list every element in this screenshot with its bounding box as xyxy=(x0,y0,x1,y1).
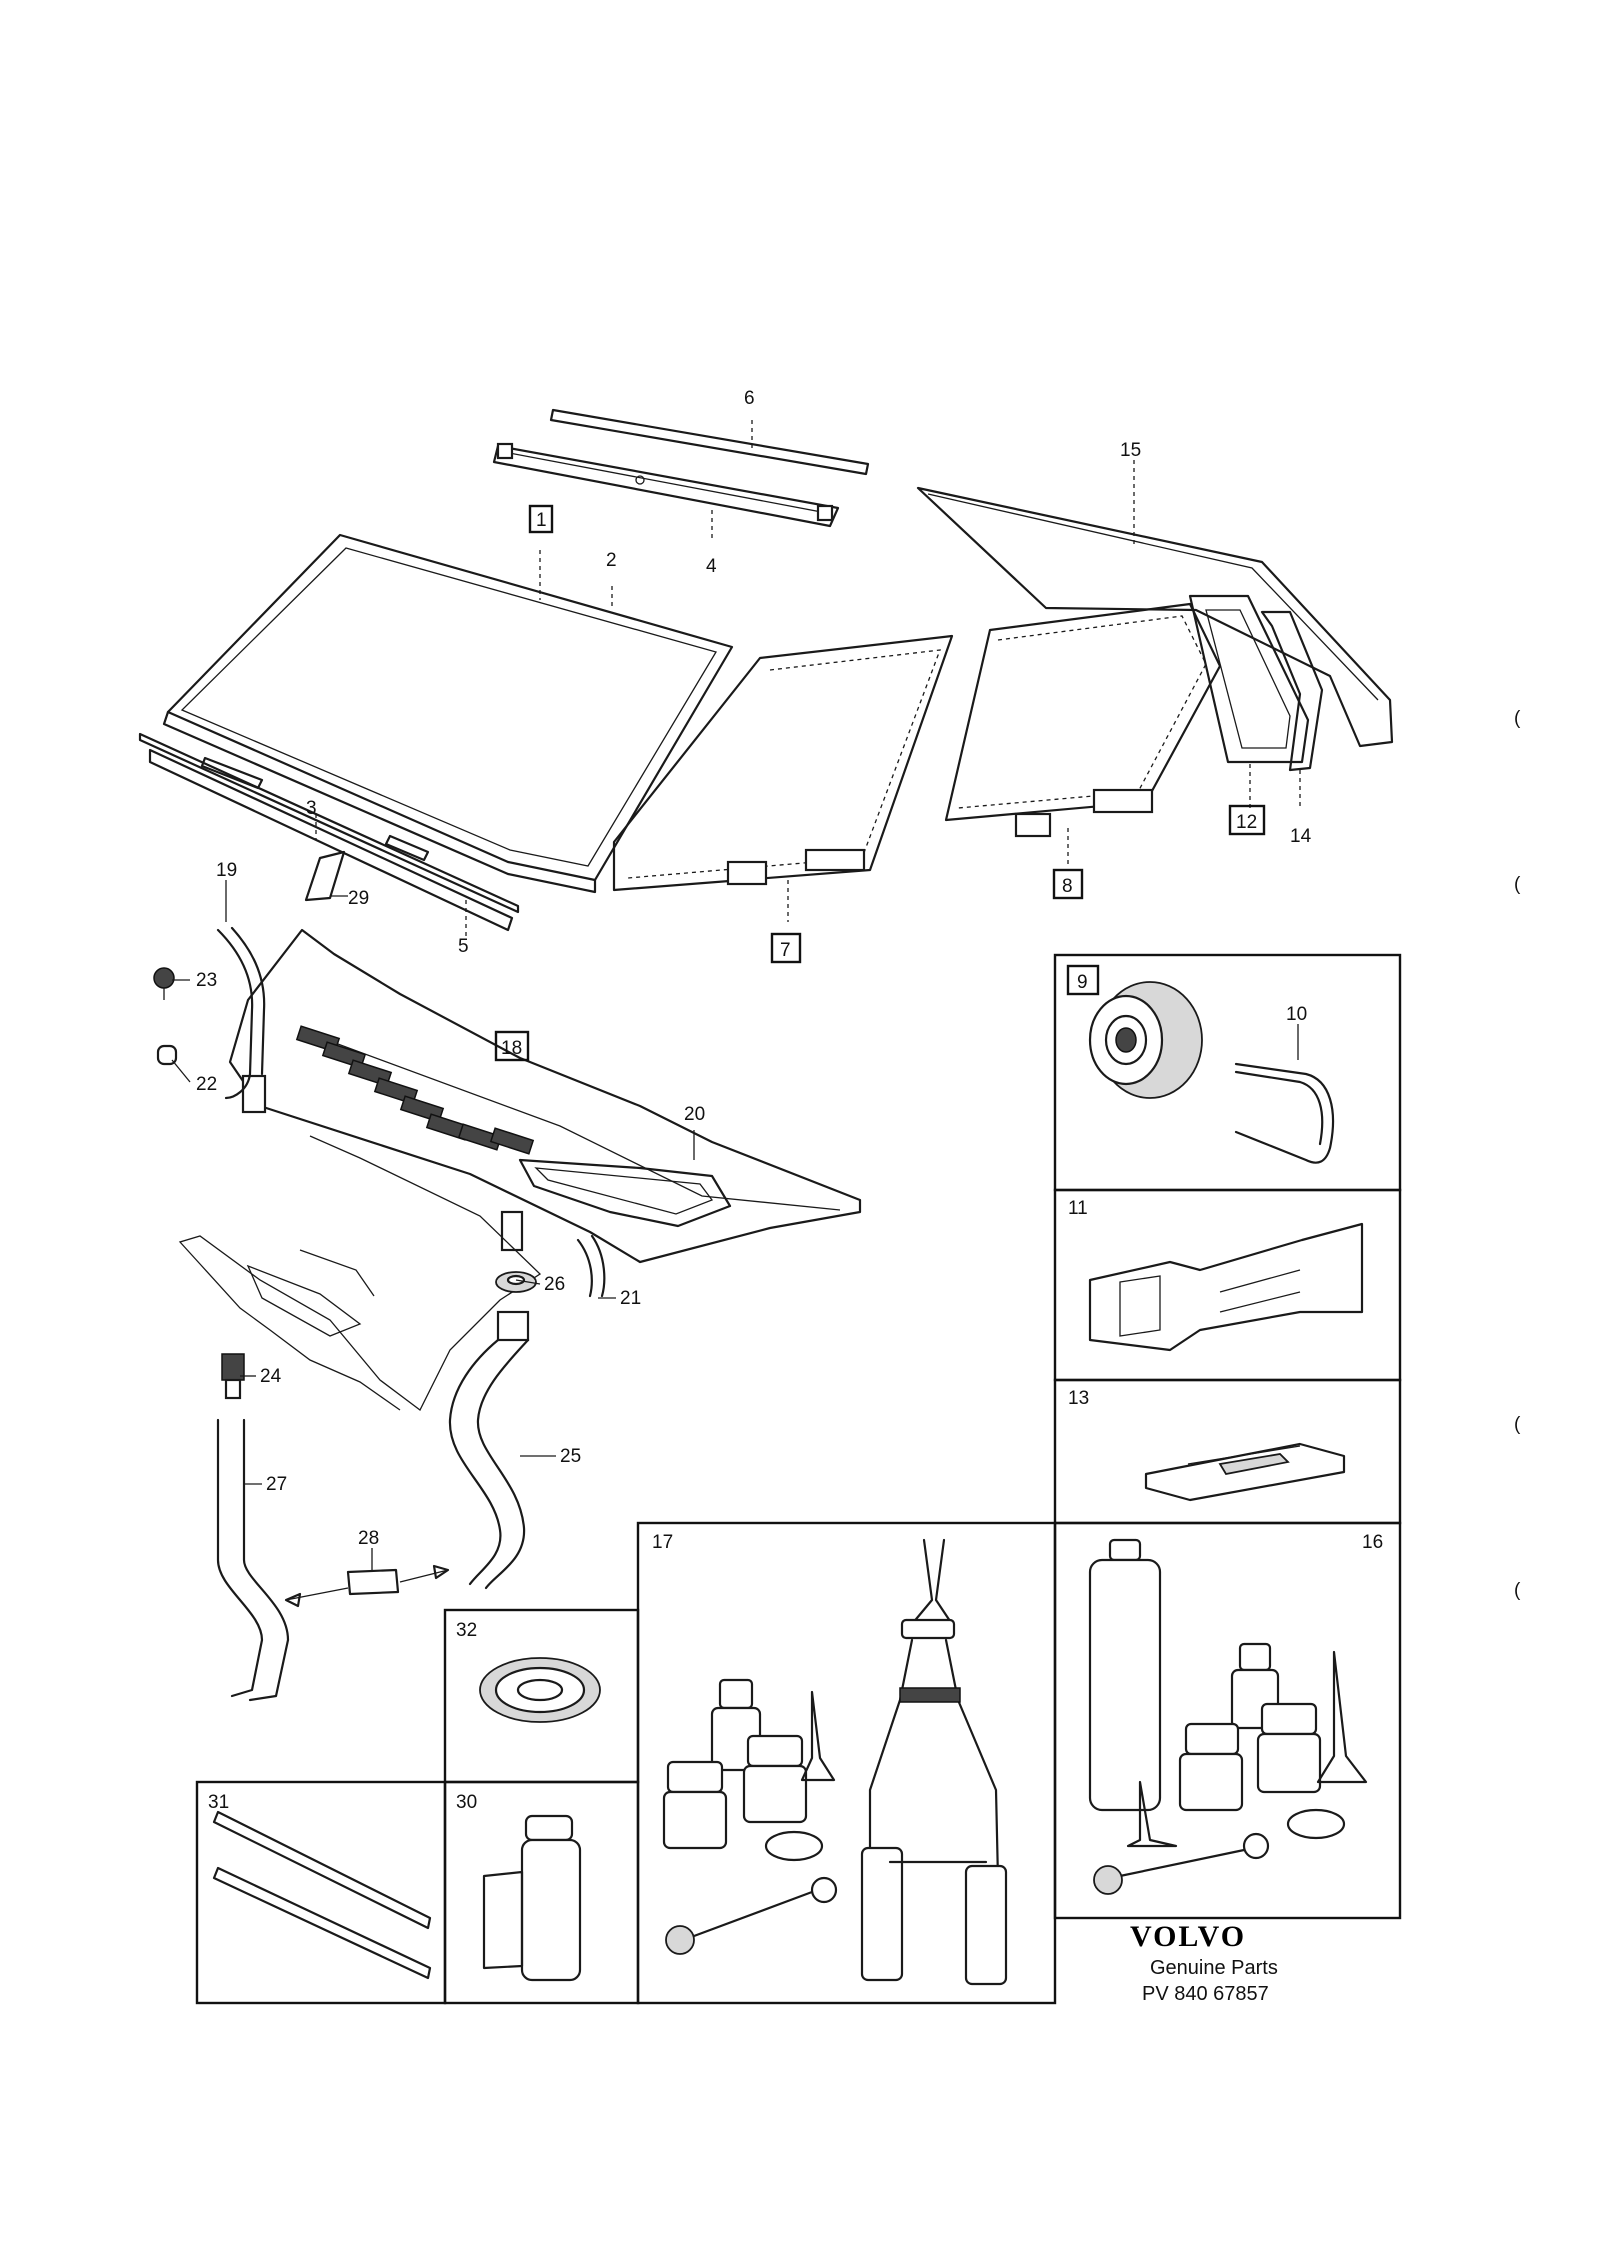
part-23-nut xyxy=(153,967,175,1000)
part-6-strip xyxy=(549,408,870,476)
part-18-cowl-panel xyxy=(228,928,862,1264)
callout-4: 4 xyxy=(706,556,717,577)
part-10-clip xyxy=(1234,1062,1334,1164)
callout-13: 13 xyxy=(1068,1388,1089,1409)
callout-7: 7 xyxy=(780,940,791,961)
part-29-clip xyxy=(304,850,346,902)
callout-30: 30 xyxy=(456,1792,477,1813)
callout-18-box xyxy=(494,1030,530,1062)
callout-28: 28 xyxy=(358,1528,379,1549)
part-13-clip xyxy=(1144,1442,1346,1502)
callout-labels: 6 4 1 2 15 3 29 5 7 8 12 14 19 23 22 18 … xyxy=(196,388,1383,1813)
callout-27: 27 xyxy=(266,1474,287,1495)
callout-9: 9 xyxy=(1077,972,1088,993)
scuttle-body xyxy=(178,1135,542,1411)
callout-2: 2 xyxy=(606,550,617,571)
callout-20: 20 xyxy=(684,1104,705,1125)
part-25-hose xyxy=(448,1310,530,1590)
part-28-connector xyxy=(284,1548,450,1608)
callout-19: 19 xyxy=(216,860,237,881)
callout-18: 18 xyxy=(501,1038,522,1059)
brand-code: PV 840 67857 xyxy=(1142,1983,1269,2005)
leader-lines xyxy=(171,420,1301,1485)
callout-12-box xyxy=(1228,804,1266,836)
part-14-seal xyxy=(1260,610,1324,772)
callout-10: 10 xyxy=(1286,1004,1307,1025)
callout-21: 21 xyxy=(620,1288,641,1309)
callout-24: 24 xyxy=(260,1366,282,1387)
margin-mark-2: ( xyxy=(1514,874,1521,895)
part-4-rail xyxy=(492,442,840,528)
kit-box-group xyxy=(195,953,1402,2005)
part-19-hose xyxy=(216,926,266,1100)
callout-31: 31 xyxy=(208,1792,229,1813)
part-31-strips xyxy=(212,1810,432,1980)
callout-32: 32 xyxy=(456,1620,477,1641)
callout-8: 8 xyxy=(1062,876,1073,897)
margin-mark-3: ( xyxy=(1514,1414,1521,1435)
callout-11: 11 xyxy=(1068,1198,1088,1219)
callout-5: 5 xyxy=(458,936,469,957)
part-12-frame xyxy=(1188,594,1310,764)
callout-6: 6 xyxy=(744,388,755,409)
margin-mark-4: ( xyxy=(1514,1580,1521,1601)
callout-14: 14 xyxy=(1290,826,1312,847)
part-21-hose xyxy=(576,1234,606,1298)
part-2-windscreen xyxy=(162,533,734,894)
callout-26: 26 xyxy=(544,1274,565,1295)
part-3-moulding xyxy=(138,732,520,914)
part-11-bracket xyxy=(1088,1222,1364,1352)
part-5-moulding xyxy=(148,748,514,932)
callout-9-box xyxy=(1066,964,1100,996)
brand-name: VOLVO xyxy=(1130,1920,1246,1953)
part-22-grommet xyxy=(156,1044,178,1066)
part-30-primer-bottle xyxy=(482,1814,582,1982)
part-8-rear-door-glass xyxy=(944,602,1222,838)
callout-7-box xyxy=(770,932,802,964)
margin-mark-1: ( xyxy=(1514,708,1521,729)
part-15-quarter-glass xyxy=(916,486,1394,748)
callout-17: 17 xyxy=(652,1532,673,1553)
callout-16: 16 xyxy=(1362,1532,1383,1553)
callout-22: 22 xyxy=(196,1074,217,1095)
callout-23: 23 xyxy=(196,970,217,991)
part-17-repair-kit xyxy=(662,1538,1008,1986)
callout-12: 12 xyxy=(1236,812,1257,833)
part-7-door-glass xyxy=(612,634,954,892)
margin-marks: ( ( ( ( xyxy=(1514,708,1521,1601)
part-32-sealing-ring xyxy=(479,1657,601,1723)
part-24-valve xyxy=(221,1353,245,1400)
callout-8-box xyxy=(1052,868,1084,900)
brand-block: VOLVO Genuine Parts PV 840 67857 xyxy=(1130,1920,1278,2005)
brand-tagline: Genuine Parts xyxy=(1150,1957,1278,1979)
callout-3: 3 xyxy=(306,798,317,819)
part-16-repair-kit xyxy=(1088,1538,1368,1895)
callout-25: 25 xyxy=(560,1446,581,1467)
callout-1-box xyxy=(528,504,554,534)
callout-15: 15 xyxy=(1120,440,1141,461)
callout-1: 1 xyxy=(536,510,547,531)
part-27-hose xyxy=(216,1418,290,1702)
callout-29: 29 xyxy=(348,888,369,909)
part-9-grommet xyxy=(1088,981,1203,1099)
